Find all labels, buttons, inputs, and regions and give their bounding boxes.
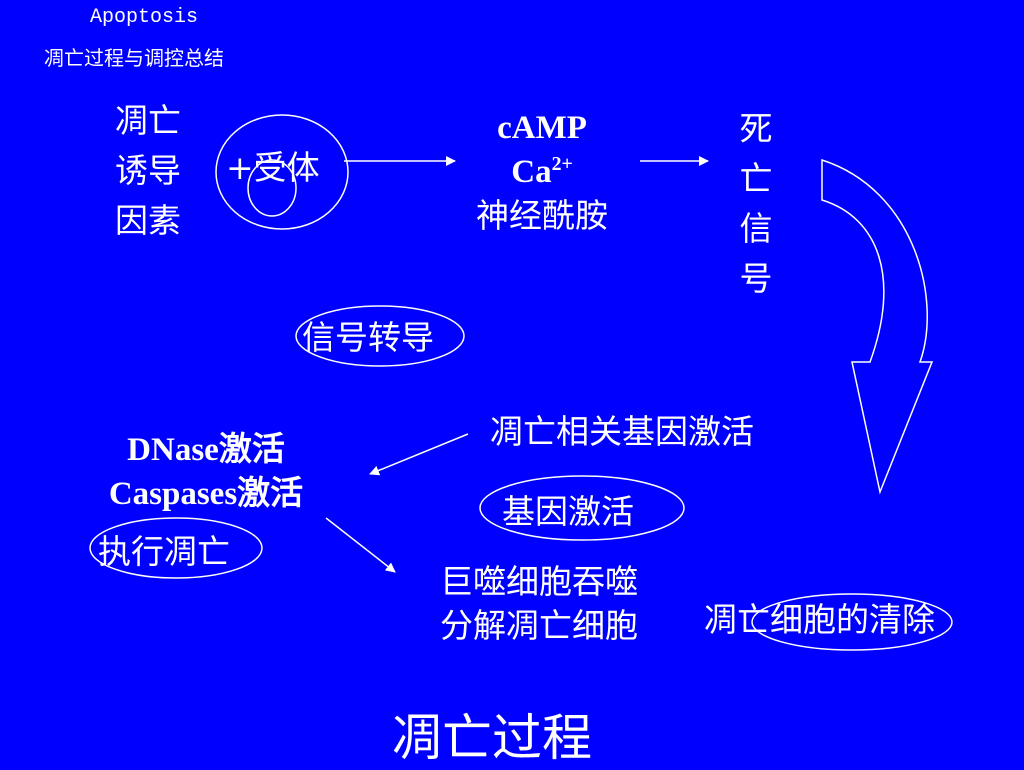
clearance-label: 凋亡细胞的清除 xyxy=(704,600,935,639)
death-signal-char: 死 xyxy=(739,109,773,148)
calcium-charge: 2+ xyxy=(551,153,573,176)
signal-transduction-outline xyxy=(295,305,465,367)
calcium-symbol: Ca xyxy=(511,154,552,190)
inducer-line: 因素 xyxy=(115,201,181,240)
second-messengers: cAMP Ca2+ 神经酰胺 xyxy=(452,106,632,238)
footer-title: 凋亡过程 xyxy=(392,709,592,767)
execution-enzymes: DNase激活 Caspases激活 xyxy=(86,428,326,516)
receptor-label: +受体 xyxy=(226,148,320,187)
header-title-cn: 凋亡过程与调控总结 xyxy=(44,46,224,70)
death-signal-char: 亡 xyxy=(739,159,773,198)
dnase-activation: DNase激活 xyxy=(127,432,285,468)
receptor-outline-inner xyxy=(247,159,297,217)
death-signal-char: 信 xyxy=(739,209,773,248)
inducer-line: 凋亡 xyxy=(115,101,181,140)
messenger-calcium: Ca2+ xyxy=(452,150,632,194)
death-signal-char: 号 xyxy=(739,259,773,298)
header-title-en: Apoptosis xyxy=(90,6,199,29)
signal-transduction-label: 信号转导 xyxy=(302,318,434,357)
caspases-activation: Caspases激活 xyxy=(108,476,304,512)
inducer-line: 诱导 xyxy=(115,151,181,190)
messenger-camp: cAMP xyxy=(497,110,587,146)
phagocyte-line: 巨噬细胞吞噬 xyxy=(440,562,638,601)
gene-activation-outline xyxy=(479,475,685,541)
arrow-genes-to-enzymes xyxy=(369,433,469,476)
receptor-outline-outer xyxy=(215,114,349,230)
phagocyte-line: 分解凋亡细胞 xyxy=(440,606,638,645)
execution-label: 执行凋亡 xyxy=(98,532,230,571)
execution-outline xyxy=(89,517,263,579)
gene-activation-title: 凋亡相关基因激活 xyxy=(490,412,754,451)
arrow-enzymes-to-phagocytosis xyxy=(325,517,396,573)
messenger-ceramide: 神经酰胺 xyxy=(476,196,608,235)
gene-activation-label: 基因激活 xyxy=(502,492,634,531)
curved-arrow-death-to-genes xyxy=(821,158,934,495)
phagocytosis: 巨噬细胞吞噬 分解凋亡细胞 xyxy=(440,560,638,648)
clearance-outline xyxy=(751,593,953,651)
death-signal: 死 亡 信 号 xyxy=(736,104,776,304)
apoptosis-inducer: 凋亡 诱导 因素 xyxy=(115,96,181,246)
